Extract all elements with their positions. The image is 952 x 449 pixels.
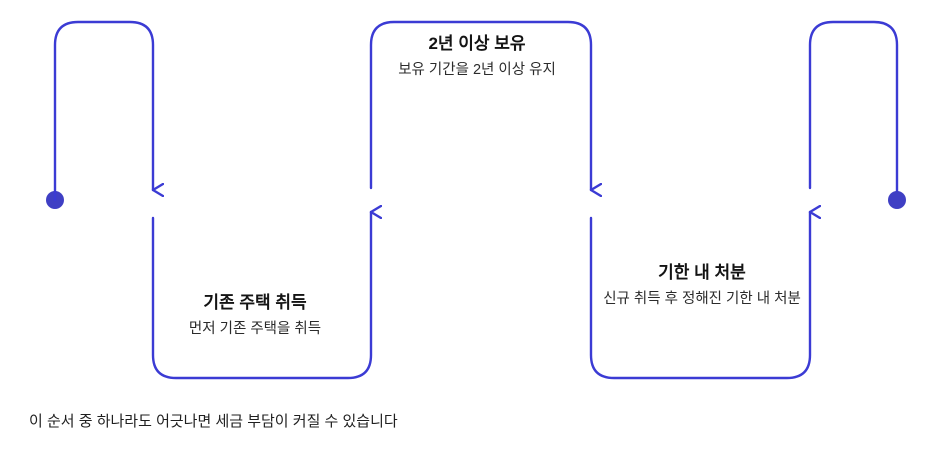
step-3-label: 기한 내 처분 신규 취득 후 정해진 기한 내 처분 (598, 262, 806, 310)
step-3-description: 신규 취득 후 정해진 기한 내 처분 (603, 291, 801, 307)
step-3-title: 기한 내 처분 (658, 263, 746, 282)
flow-segment-3 (369, 20, 591, 190)
step-1-title: 기존 주택 취득 (203, 293, 307, 312)
end-dot (888, 191, 906, 209)
step-2-description: 보유 기간을 2년 이상 유지 (398, 62, 556, 78)
step-1-description: 먼저 기존 주택을 취득 (188, 321, 322, 337)
flow-segment-5 (808, 20, 899, 202)
step-2-title: 2년 이상 보유 (428, 34, 526, 53)
flow-segment-2 (151, 212, 371, 380)
footnote-text: 이 순서 중 하나라도 어긋나면 세금 부담이 커질 수 있습니다 (29, 413, 398, 430)
flow-segment-1 (53, 20, 153, 202)
step-2-label: 2년 이상 보유 보유 기간을 2년 이상 유지 (368, 33, 586, 81)
step-1-label: 기존 주택 취득 먼저 기존 주택을 취득 (150, 292, 360, 340)
flow-segment-4 (589, 212, 810, 380)
